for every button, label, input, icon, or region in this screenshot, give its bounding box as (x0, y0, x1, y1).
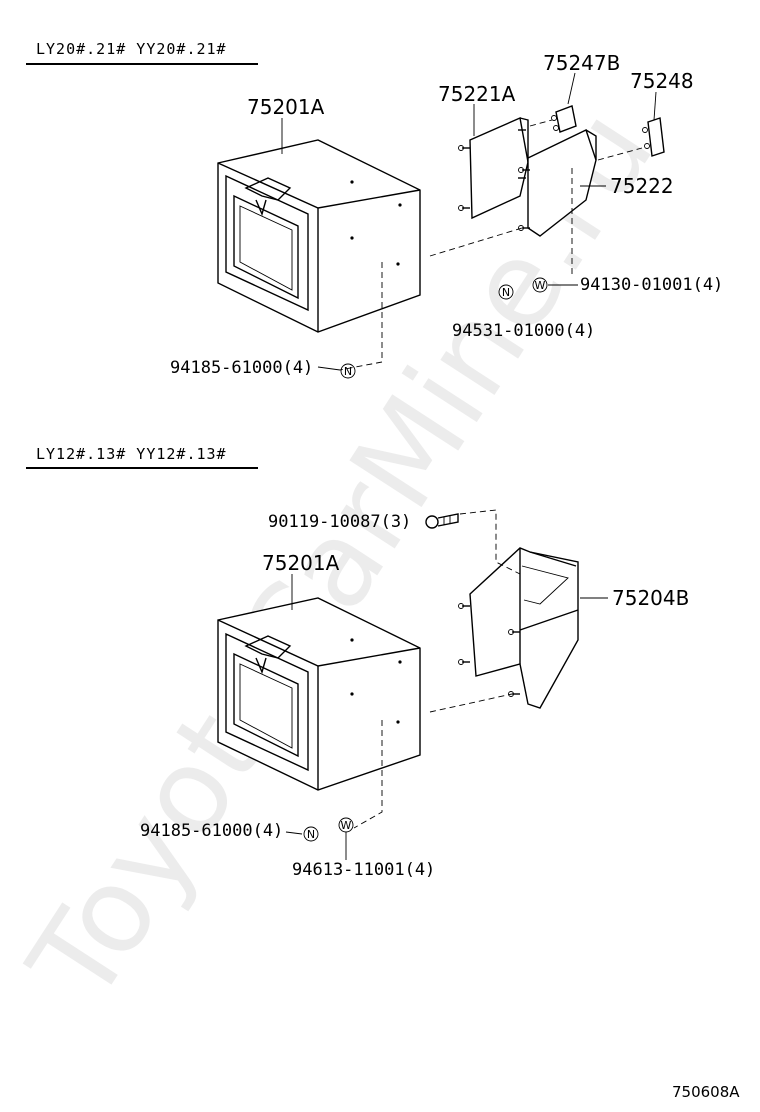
nut-symbol (303, 826, 319, 842)
nut-symbol-label: N (344, 365, 352, 378)
label-75201a: 75201A (262, 551, 340, 575)
nut-symbol-label: N (502, 286, 510, 299)
washer-symbol (532, 277, 548, 293)
section-bottom: LY12#.13# YY12#.13# (26, 445, 689, 880)
bracket-75247b (551, 105, 577, 133)
box-75201a (217, 597, 421, 791)
label-75221a: 75221A (438, 82, 516, 106)
section-header: LY20#.21# YY20#.21# (36, 40, 227, 58)
label-90119-10087: 90119-10087(3) (268, 512, 411, 532)
bolt-90119 (425, 513, 459, 529)
bracket-75221a (458, 117, 529, 220)
bracket-75204b (458, 547, 579, 709)
label-94613-11001: 94613-11001(4) (292, 860, 435, 880)
section-top: LY20#.21# YY20#.21# (26, 40, 723, 379)
nut-symbol-label: N (307, 828, 315, 841)
label-94185-61000: 94185-61000(4) (170, 358, 313, 378)
box-75201a (217, 139, 421, 333)
washer-symbol-label: W (535, 279, 546, 292)
nut-symbol (498, 284, 514, 300)
section-header: LY12#.13# YY12#.13# (36, 445, 227, 463)
nut-symbol (340, 363, 356, 379)
label-75201a: 75201A (247, 95, 325, 119)
drawing-reference: 750608A (672, 1083, 740, 1101)
label-75222: 75222 (610, 174, 674, 198)
bracket-75248 (642, 117, 665, 157)
label-75204b: 75204B (612, 586, 689, 610)
bracket-75222 (518, 129, 597, 237)
washer-symbol (338, 817, 354, 833)
washer-symbol-label: W (341, 819, 352, 832)
label-94531-01000: 94531-01000(4) (452, 321, 595, 341)
label-75247b: 75247B (543, 51, 620, 75)
label-75248: 75248 (630, 69, 694, 93)
label-94130-01001: 94130-01001(4) (580, 275, 723, 295)
label-94185-61000: 94185-61000(4) (140, 821, 283, 841)
